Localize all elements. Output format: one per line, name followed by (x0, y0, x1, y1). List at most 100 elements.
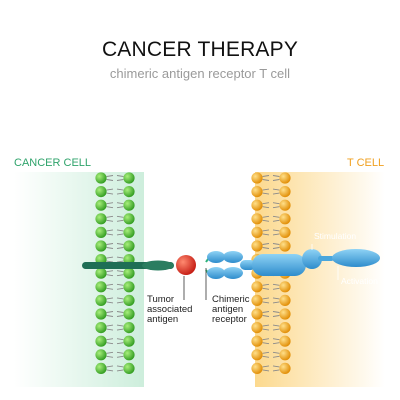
tcell-membrane-lipid-head (279, 281, 291, 293)
tcell-membrane-lipid-tail (272, 188, 280, 195)
tcell-membrane-lipid-tail (262, 297, 270, 304)
cancer-membrane-lipid-tail (116, 297, 124, 304)
cancer-cell-region (14, 172, 144, 387)
tcell-membrane-lipid-head (251, 322, 263, 334)
cancer-membrane-lipid-head (95, 186, 107, 198)
cancer-membrane-lipid-head (95, 349, 107, 361)
cancer-membrane-lipid-head (95, 172, 107, 184)
cancer-membrane-lipid-tail (116, 175, 124, 181)
tcell-membrane-lipid-head (279, 199, 291, 211)
car-domain-upper-left (207, 251, 225, 263)
car-line-1: Chimeric (212, 294, 250, 305)
tcell-membrane-lipid-head (251, 240, 263, 252)
tumor-antigen-annotation: Tumor associated antigen (147, 295, 192, 325)
car-transmembrane (252, 254, 306, 276)
tumor-antigen-sphere (176, 255, 196, 275)
tcell-membrane-lipid-head (279, 240, 291, 252)
tcell-membrane-lipid-head (279, 362, 291, 374)
cancer-membrane-lipid-head (123, 281, 135, 293)
tumor-antigen-line-1: Tumor (147, 294, 175, 305)
cancer-membrane-lipid-tail (116, 324, 124, 331)
tcell-membrane-lipid-tail (272, 229, 280, 236)
tcell-membrane-lipid-head (279, 226, 291, 238)
tumor-antigen-line-3: antigen (147, 314, 179, 325)
car-domain-lower-left (207, 267, 225, 279)
tcell-membrane-lipid-tail (262, 283, 270, 290)
cancer-membrane-lipid-tail (106, 297, 114, 304)
extracellular-space (144, 172, 255, 387)
cancer-membrane-lipid-head (95, 213, 107, 225)
cancer-membrane-lipid-tail (116, 311, 124, 317)
cancer-membrane-lipid-head (95, 267, 107, 279)
cancer-membrane-lipid-tail (116, 202, 124, 209)
tcell-membrane-lipid-head (251, 213, 263, 225)
cancer-membrane-lipid-tail (106, 175, 114, 181)
tcell-membrane-lipid-head (251, 308, 263, 320)
tcell-membrane-lipid-tail (272, 311, 280, 317)
cancer-membrane-lipid-head (123, 294, 135, 306)
tcell-membrane-lipid-head (279, 294, 291, 306)
cancer-membrane-lipid-head (123, 226, 135, 238)
cancer-membrane-lipid-head (123, 335, 135, 347)
cancer-membrane-lipid-head (123, 199, 135, 211)
cancer-membrane-lipid-head (95, 362, 107, 374)
cancer-membrane-lipid-head (95, 308, 107, 320)
cancer-membrane-lipid-head (123, 213, 135, 225)
car-activation-domain (332, 249, 380, 267)
cancer-membrane-lipid-tail (116, 215, 124, 222)
cancer-membrane-lipid-tail (106, 338, 114, 345)
cancer-membrane-lipid-head (95, 226, 107, 238)
tcell-membrane-lipid-tail (272, 202, 280, 209)
tcell-membrane-lipid-tail (272, 243, 280, 249)
tcell-membrane-lipid-tail (262, 338, 270, 345)
tcell-membrane-lipid-head (279, 172, 291, 184)
cancer-membrane-lipid-tail (106, 283, 114, 290)
tcell-membrane-lipid-tail (272, 175, 280, 181)
tcell-membrane-lipid-head (251, 362, 263, 374)
cancer-membrane-lipid-tail (116, 351, 124, 358)
cancer-membrane-lipid-tail (116, 270, 124, 277)
cancer-membrane-lipid-head (95, 335, 107, 347)
tcell-membrane-lipid-head (251, 349, 263, 361)
tcell-membrane-lipid-tail (262, 324, 270, 331)
cancer-membrane-lipid-head (95, 281, 107, 293)
tcell-membrane-lipid-tail (272, 283, 280, 290)
car-line-2: antigen (212, 304, 244, 315)
tcell-membrane-lipid-tail (272, 338, 280, 345)
tcell-membrane-lipid-tail (262, 351, 270, 358)
cancer-membrane-lipid-tail (106, 365, 114, 372)
cancer-membrane-lipid-tail (106, 270, 114, 277)
cancer-membrane-lipid-head (123, 186, 135, 198)
cancer-membrane-lipid-tail (106, 351, 114, 358)
cancer-membrane-lipid-head (123, 349, 135, 361)
diagram-subtitle: chimeric antigen receptor T cell (109, 66, 291, 81)
cancer-membrane-lipid-head (123, 267, 135, 279)
cancer-membrane-lipid-tail (106, 324, 114, 331)
cancer-membrane-lipid-head (123, 308, 135, 320)
tcell-membrane-lipid-head (279, 349, 291, 361)
cancer-membrane-lipid-tail (106, 256, 114, 263)
car-domain-lower-right (223, 267, 243, 279)
t-cell-label: T CELL (347, 157, 385, 169)
car-domain-upper-right (223, 251, 243, 263)
cancer-membrane-lipid-tail (106, 188, 114, 195)
cancer-cell-label: CANCER CELL (14, 157, 92, 169)
tcell-membrane-lipid-tail (262, 311, 270, 317)
tcell-membrane-lipid-head (251, 281, 263, 293)
tcell-membrane-lipid-tail (262, 243, 270, 249)
tcell-membrane-lipid-tail (262, 202, 270, 209)
antigen-stalk-bulge (142, 260, 174, 271)
cancer-membrane-lipid-head (95, 199, 107, 211)
cancer-membrane-lipid-head (95, 294, 107, 306)
activation-label: Activation (341, 276, 378, 286)
chimeric-antigen-receptor (205, 249, 380, 279)
tcell-membrane-lipid-tail (272, 351, 280, 358)
tcell-membrane-lipid-head (279, 322, 291, 334)
cancer-membrane-lipid-tail (116, 188, 124, 195)
cancer-membrane-lipid-head (123, 172, 135, 184)
t-cell-region (255, 172, 385, 387)
cancer-membrane-lipid-tail (106, 311, 114, 317)
tcell-membrane-lipid-tail (262, 229, 270, 236)
cancer-membrane-lipid-tail (106, 215, 114, 222)
